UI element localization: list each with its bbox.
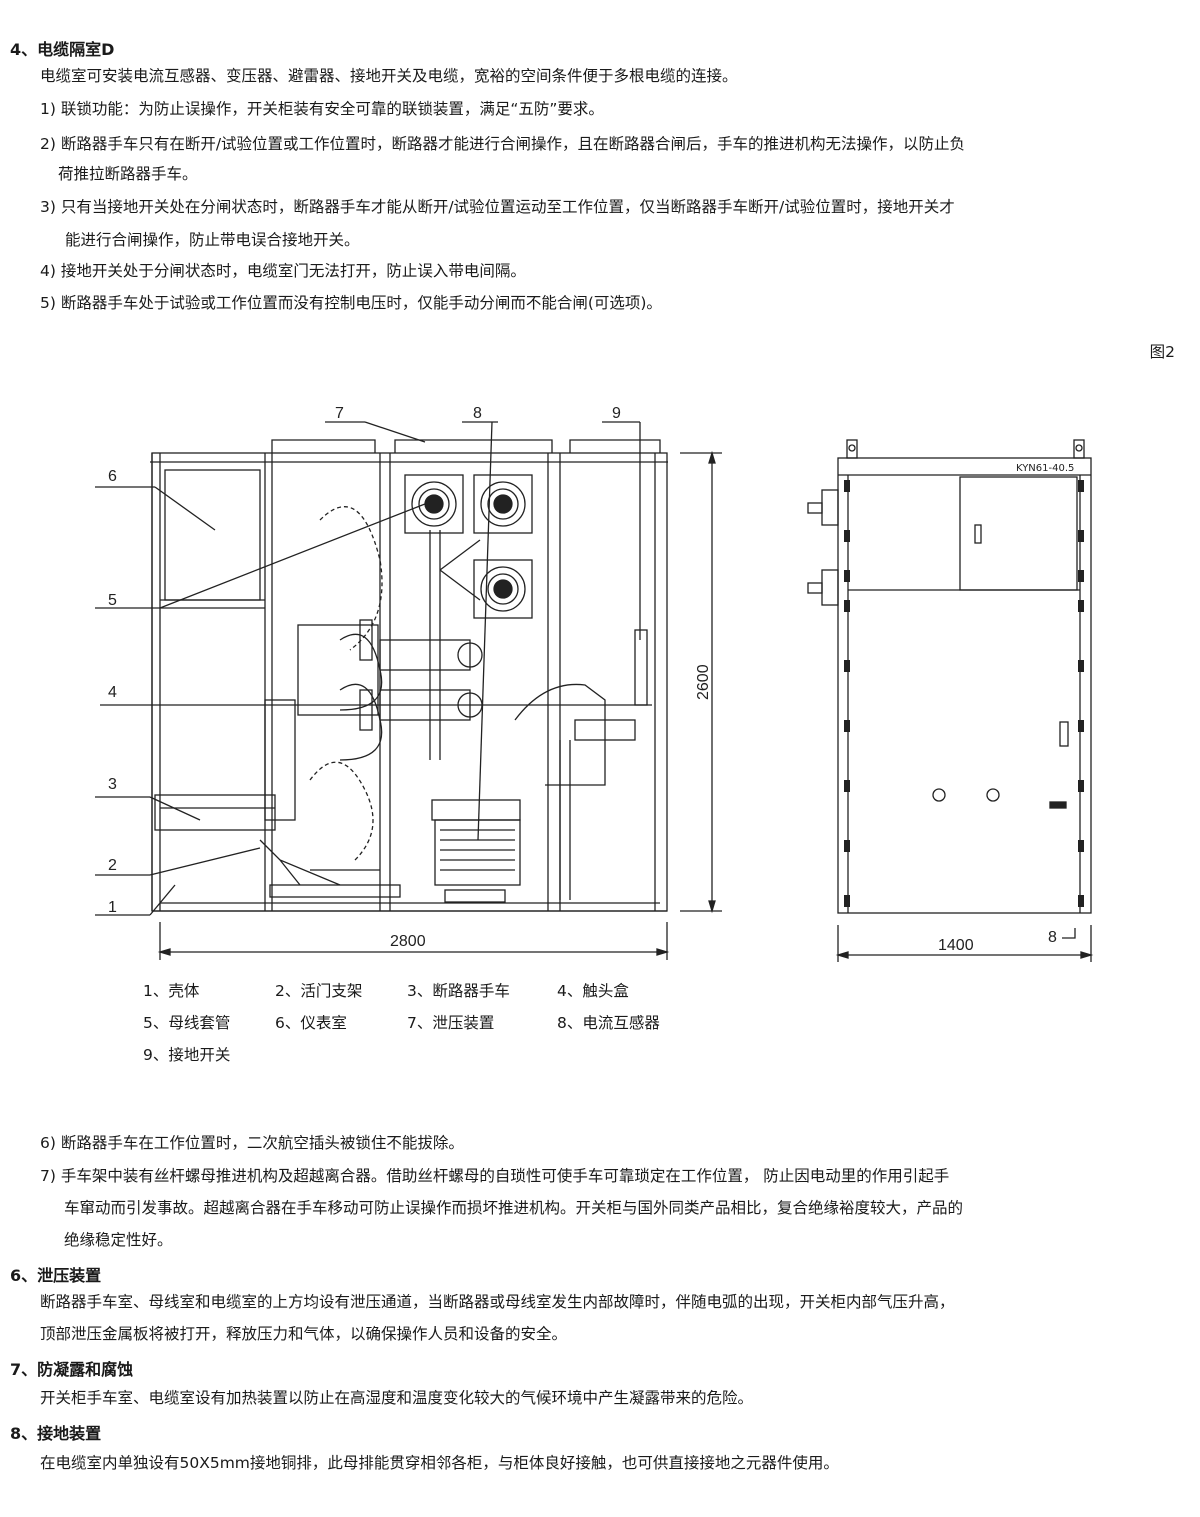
section-6-line: 断路器手车室、母线室和电缆室的上方均设有泄压通道，当断路器或母线室发生内部故障时… — [40, 1293, 955, 1311]
dim-small: 8 — [1048, 929, 1057, 946]
model-label: KYN61-40.5 — [1016, 463, 1074, 474]
legend-item: 2、活门支架 — [275, 982, 363, 1000]
section-7-line: 开关柜手车室、电缆室设有加热装置以防止在高湿度和温度变化较大的气候环境中产生凝露… — [40, 1389, 754, 1407]
interlock-item-3-cont: 能进行合闸操作，防止带电误合接地开关。 — [65, 231, 360, 249]
callout-5: 5 — [108, 592, 117, 609]
dim-width-front: 1400 — [938, 937, 974, 954]
legend-item: 6、仪表室 — [275, 1014, 347, 1032]
interlock-item-6: 6) 断路器手车在工作位置时，二次航空插头被锁住不能拔除。 — [40, 1134, 464, 1152]
section-7-heading: 7、防凝露和腐蚀 — [10, 1360, 134, 1379]
interlock-item-1: 1) 联锁功能：为防止误操作，开关柜装有安全可靠的联锁装置，满足“五防”要求。 — [40, 100, 604, 118]
cabinet-side-outline — [151, 452, 668, 912]
section-6-line: 顶部泄压金属板将被打开，释放压力和气体，以确保操作人员和设备的安全。 — [40, 1325, 568, 1343]
legend-item: 1、壳体 — [143, 982, 200, 1000]
dim-width-side: 2800 — [390, 933, 426, 950]
callout-3: 3 — [108, 776, 117, 793]
interlock-item-3: 3) 只有当接地开关处在分闸状态时，断路器手车才能从断开/试验位置运动至工作位置… — [40, 198, 955, 216]
legend-item: 5、母线套管 — [143, 1014, 231, 1032]
legend-row: 1、壳体 2、活门支架 3、断路器手车 4、触头盒 — [143, 975, 689, 1007]
callout-2: 2 — [108, 857, 117, 874]
section-6-heading: 6、泄压装置 — [10, 1266, 102, 1285]
interlock-item-5: 5) 断路器手车处于试验或工作位置而没有控制电压时，仅能手动分闸而不能合闸(可选… — [40, 294, 662, 312]
section-4-heading: 4、电缆隔室D — [10, 40, 115, 59]
interlock-item-2-cont: 荷推拉断路器手车。 — [58, 165, 198, 183]
figure-label: 图2 — [1149, 343, 1175, 361]
callout-1: 1 — [108, 899, 117, 916]
legend-item: 7、泄压装置 — [407, 1014, 495, 1032]
legend-item: 4、触头盒 — [557, 982, 629, 1000]
section-8-heading: 8、接地装置 — [10, 1424, 102, 1443]
legend-row: 9、接地开关 — [143, 1039, 689, 1071]
switchgear-drawing: 6 5 4 3 2 1 7 8 9 2800 2600 1400 8 KYN61… — [95, 405, 1094, 962]
cabinet-front-outline — [837, 457, 1092, 914]
callout-4: 4 — [108, 684, 117, 701]
legend-item: 8、电流互感器 — [557, 1014, 660, 1032]
callout-9: 9 — [612, 405, 621, 422]
interlock-item-7-cont2: 绝缘稳定性好。 — [64, 1231, 173, 1249]
legend-row: 5、母线套管 6、仪表室 7、泄压装置 8、电流互感器 — [143, 1007, 689, 1039]
section-4-intro: 电缆室可安装电流互感器、变压器、避雷器、接地开关及电缆，宽裕的空间条件便于多根电… — [40, 67, 738, 85]
interlock-item-2: 2) 断路器手车只有在断开/试验位置或工作位置时，断路器才能进行合闸操作，且在断… — [40, 135, 966, 153]
figure-legend: 1、壳体 2、活门支架 3、断路器手车 4、触头盒 5、母线套管 6、仪表室 7、泄压装置… — [143, 975, 689, 1071]
dim-height: 2600 — [695, 664, 712, 700]
section-8-line: 在电缆室内单独设有50X5mm接地铜排，此母排能贯穿相邻各柜，与柜体良好接触，也… — [40, 1454, 839, 1472]
callout-7: 7 — [335, 405, 344, 422]
interlock-item-4: 4) 接地开关处于分闸状态时，电缆室门无法打开，防止误入带电间隔。 — [40, 262, 526, 280]
legend-item: 3、断路器手车 — [407, 982, 510, 1000]
interlock-item-7-cont: 车窜动而引发事故。超越离合器在手车移动可防止误操作而损坏推进机构。开关柜与国外同… — [64, 1199, 964, 1217]
callout-8: 8 — [473, 405, 482, 422]
legend-item: 9、接地开关 — [143, 1046, 231, 1064]
callout-6: 6 — [108, 468, 117, 485]
interlock-item-7: 7) 手车架中装有丝杆螺母推进机构及超越离合器。借助丝杆螺母的自琐性可使手车可靠… — [40, 1167, 950, 1185]
